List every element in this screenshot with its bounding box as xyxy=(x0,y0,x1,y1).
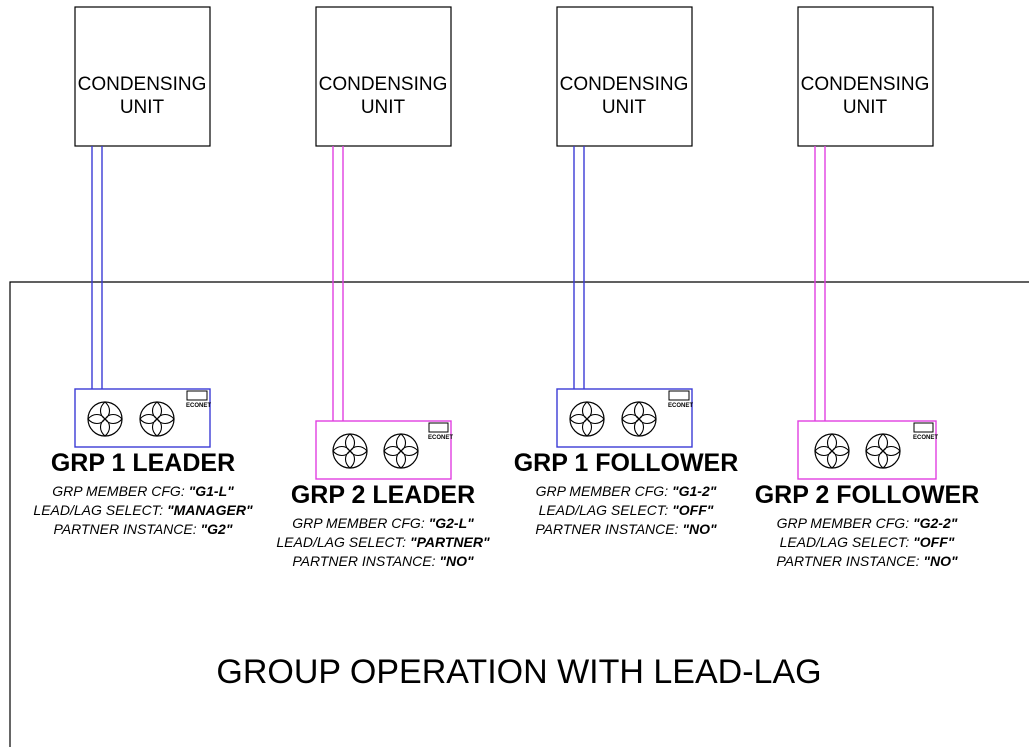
refrigerant-line-group1 xyxy=(573,146,585,389)
cfg-label: PARTNER INSTANCE: xyxy=(776,553,923,569)
cfg-label: LEAD/LAG SELECT: xyxy=(780,534,914,550)
condensing-unit-box xyxy=(74,6,211,147)
cfg-line: GRP MEMBER CFG: "G2-2" xyxy=(777,515,958,531)
evaporator-1-caption: GRP 1 LEADER GRP MEMBER CFG: "G1-L" LEAD… xyxy=(33,449,253,537)
condensing-unit-box xyxy=(556,6,693,147)
cfg-value: "G1-2" xyxy=(672,483,717,499)
building-boundary xyxy=(9,281,1029,747)
condensing-unit-label: CONDENSING xyxy=(78,74,207,95)
condensing-unit-label: UNIT xyxy=(843,97,888,118)
cfg-line: LEAD/LAG SELECT: "OFF" xyxy=(780,534,955,550)
fan-icon xyxy=(814,433,850,469)
condensing-unit-1: CONDENSING UNIT xyxy=(74,6,211,147)
cfg-value: "OFF" xyxy=(913,534,955,550)
refrigerant-line-group2 xyxy=(814,146,826,421)
cfg-value: "G2" xyxy=(201,521,233,537)
condensing-unit-label: CONDENSING xyxy=(560,74,689,95)
cfg-label: GRP MEMBER CFG: xyxy=(292,515,428,531)
unit-role-title: GRP 2 LEADER xyxy=(291,481,475,509)
condensing-unit-label: UNIT xyxy=(120,97,165,118)
cfg-label: LEAD/LAG SELECT: xyxy=(276,534,410,550)
cfg-line: GRP MEMBER CFG: "G1-L" xyxy=(52,483,234,499)
econet-controller xyxy=(428,422,449,433)
cfg-line: PARTNER INSTANCE: "G2" xyxy=(54,521,233,537)
condensing-unit-label: UNIT xyxy=(361,97,406,118)
cfg-value: "G1-L" xyxy=(189,483,235,499)
evaporator-2-caption: GRP 2 LEADER GRP MEMBER CFG: "G2-L" LEAD… xyxy=(276,481,490,569)
econet-label: ECONET xyxy=(186,403,211,409)
diagram-heading: GROUP OPERATION WITH LEAD-LAG xyxy=(216,653,821,691)
cfg-line: PARTNER INSTANCE: "NO" xyxy=(535,521,717,537)
refrigerant-line-group2 xyxy=(332,146,344,421)
evaporator-2: ECONET xyxy=(315,420,453,480)
econet-controller xyxy=(186,390,208,401)
cfg-line: GRP MEMBER CFG: "G1-2" xyxy=(536,483,717,499)
evaporator-3-caption: GRP 1 FOLLOWER GRP MEMBER CFG: "G1-2" LE… xyxy=(514,449,739,537)
evaporator-3: ECONET xyxy=(556,388,693,448)
unit-role-title: GRP 1 LEADER xyxy=(51,449,235,477)
condensing-unit-box xyxy=(315,6,452,147)
econet-controller xyxy=(668,390,690,401)
cfg-value: "NO" xyxy=(439,553,474,569)
cfg-value: "OFF" xyxy=(672,502,714,518)
evaporator-1: ECONET xyxy=(74,388,211,448)
evaporator-4: ECONET xyxy=(797,420,938,480)
refrigerant-line-group1 xyxy=(91,146,103,389)
cfg-line: LEAD/LAG SELECT: "OFF" xyxy=(539,502,714,518)
condensing-unit-label: UNIT xyxy=(602,97,647,118)
fan-icon xyxy=(383,433,419,469)
cfg-label: GRP MEMBER CFG: xyxy=(777,515,913,531)
econet-label: ECONET xyxy=(913,435,938,441)
fan-icon xyxy=(87,401,123,437)
cfg-label: PARTNER INSTANCE: xyxy=(292,553,439,569)
fan-icon xyxy=(569,401,605,437)
condensing-unit-label: CONDENSING xyxy=(319,74,448,95)
cfg-value: "NO" xyxy=(923,553,958,569)
cfg-value: "G2-L" xyxy=(429,515,475,531)
cfg-line: GRP MEMBER CFG: "G2-L" xyxy=(292,515,474,531)
condensing-unit-4: CONDENSING UNIT xyxy=(797,6,934,147)
cfg-label: LEAD/LAG SELECT: xyxy=(539,502,673,518)
econet-label: ECONET xyxy=(668,403,693,409)
cfg-value: "NO" xyxy=(682,521,717,537)
fan-icon xyxy=(332,433,368,469)
unit-role-title: GRP 2 FOLLOWER xyxy=(755,481,980,509)
cfg-line: LEAD/LAG SELECT: "PARTNER" xyxy=(276,534,490,550)
condensing-unit-3: CONDENSING UNIT xyxy=(556,6,693,147)
cfg-label: PARTNER INSTANCE: xyxy=(54,521,201,537)
cfg-label: PARTNER INSTANCE: xyxy=(535,521,682,537)
condensing-unit-2: CONDENSING UNIT xyxy=(315,6,452,147)
cfg-label: GRP MEMBER CFG: xyxy=(536,483,672,499)
fan-icon xyxy=(621,401,657,437)
cfg-value: "PARTNER" xyxy=(410,534,490,550)
fan-icon xyxy=(139,401,175,437)
econet-controller xyxy=(913,422,934,433)
evaporator-4-caption: GRP 2 FOLLOWER GRP MEMBER CFG: "G2-2" LE… xyxy=(755,481,980,569)
cfg-line: PARTNER INSTANCE: "NO" xyxy=(776,553,958,569)
fan-icon xyxy=(865,433,901,469)
econet-label: ECONET xyxy=(428,435,453,441)
condensing-unit-box xyxy=(797,6,934,147)
cfg-label: GRP MEMBER CFG: xyxy=(52,483,188,499)
condensing-unit-label: CONDENSING xyxy=(801,74,930,95)
cfg-line: PARTNER INSTANCE: "NO" xyxy=(292,553,474,569)
cfg-label: LEAD/LAG SELECT: xyxy=(33,502,167,518)
cfg-value: "MANAGER" xyxy=(167,502,253,518)
unit-role-title: GRP 1 FOLLOWER xyxy=(514,449,739,477)
cfg-value: "G2-2" xyxy=(913,515,958,531)
cfg-line: LEAD/LAG SELECT: "MANAGER" xyxy=(33,502,253,518)
